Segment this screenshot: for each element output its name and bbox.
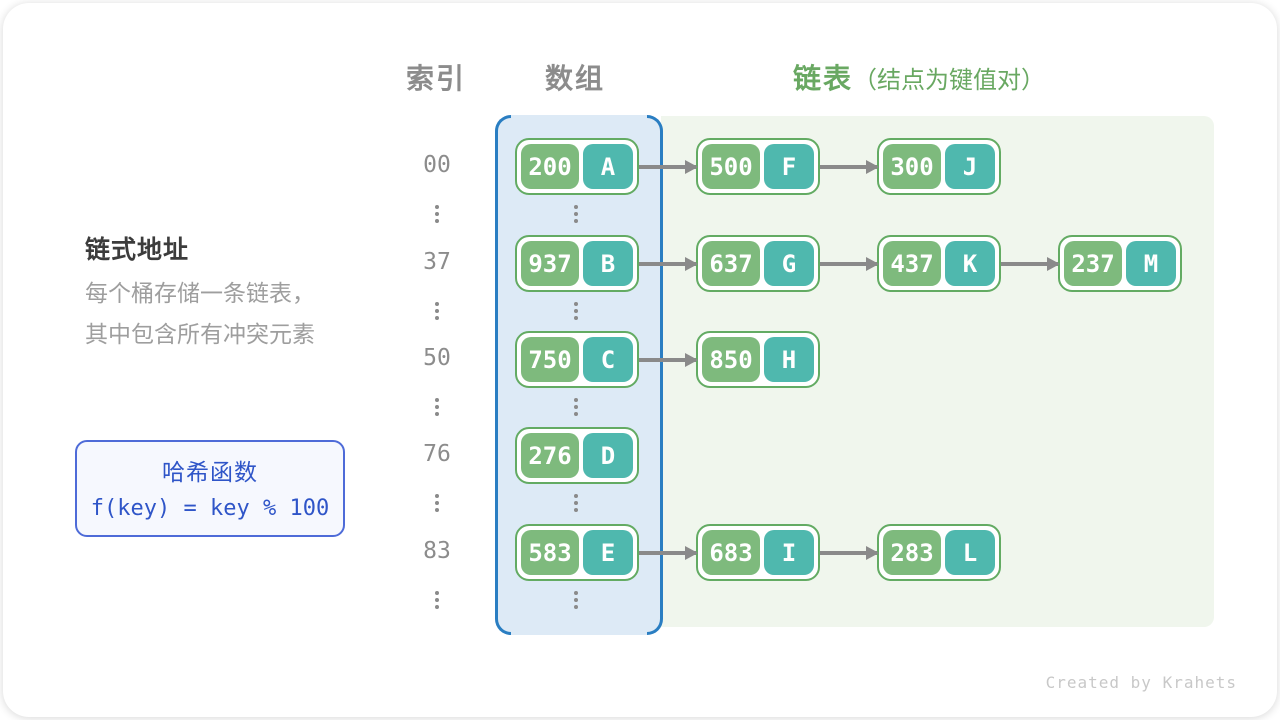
key-cell: 300 [883,144,941,189]
header-index: 索引 [405,63,466,94]
arrow-connector-icon [639,256,698,271]
ellipsis-dots-icon [433,591,441,609]
ellipsis-dots-icon [572,398,580,416]
key-cell: 200 [521,144,579,189]
ellipsis-dots-icon [572,591,580,609]
arrow-connector-icon [1001,256,1060,271]
value-cell: A [583,144,633,189]
ellipsis-dots-icon [433,302,441,320]
description-line: 其中包含所有冲突元素 [85,321,315,347]
value-cell: H [764,337,814,382]
index-label: 37 [423,249,451,275]
arrow-connector-icon [820,256,879,271]
key-cell: 850 [702,337,760,382]
arrow-connector-icon [639,545,698,560]
arrow-connector-icon [820,545,879,560]
value-cell: K [945,241,995,286]
ellipsis-dots-icon [572,494,580,512]
value-cell: C [583,337,633,382]
arrow-connector-icon [639,352,698,367]
value-cell: M [1126,241,1176,286]
key-cell: 237 [1064,241,1122,286]
diagram-card: 索引 数组 链表 （结点为键值对） 链式地址 每个桶存储一条链表， 其中包含所有… [3,3,1277,717]
ellipsis-dots-icon [433,205,441,223]
hash-function-box: 哈希函数 f(key) = key % 100 [75,440,345,537]
header-linked-list-note: （结点为键值对） [853,66,1046,94]
index-label: 76 [423,441,451,467]
key-cell: 683 [702,530,760,575]
ellipsis-dots-icon [433,398,441,416]
header-array: 数组 [544,63,605,94]
watermark: Created by Krahets [1045,673,1237,692]
value-cell: G [764,241,814,286]
ellipsis-dots-icon [433,494,441,512]
header-linked-list-title: 链表 [793,63,854,94]
value-cell: F [764,144,814,189]
key-cell: 437 [883,241,941,286]
value-cell: I [764,530,814,575]
hash-function-title: 哈希函数 [162,459,258,485]
section-title: 链式地址 [85,236,190,264]
value-cell: J [945,144,995,189]
index-label: 50 [423,345,451,371]
value-cell: B [583,241,633,286]
description-line: 每个桶存储一条链表， [85,280,315,306]
header-linked-list: 链表 （结点为键值对） [793,57,1045,97]
index-label: 00 [423,152,451,178]
ellipsis-dots-icon [572,302,580,320]
index-label: 83 [423,538,451,564]
key-cell: 500 [702,144,760,189]
value-cell: E [583,530,633,575]
key-cell: 583 [521,530,579,575]
array-bracket-left-icon [495,115,511,635]
ellipsis-dots-icon [572,205,580,223]
hash-function-formula: f(key) = key % 100 [90,496,330,521]
value-cell: L [945,530,995,575]
section-description: 每个桶存储一条链表， 其中包含所有冲突元素 [85,273,315,355]
key-cell: 750 [521,337,579,382]
value-cell: D [583,433,633,478]
key-cell: 937 [521,241,579,286]
key-cell: 276 [521,433,579,478]
key-cell: 283 [883,530,941,575]
arrow-connector-icon [639,159,698,174]
arrow-connector-icon [820,159,879,174]
key-cell: 637 [702,241,760,286]
